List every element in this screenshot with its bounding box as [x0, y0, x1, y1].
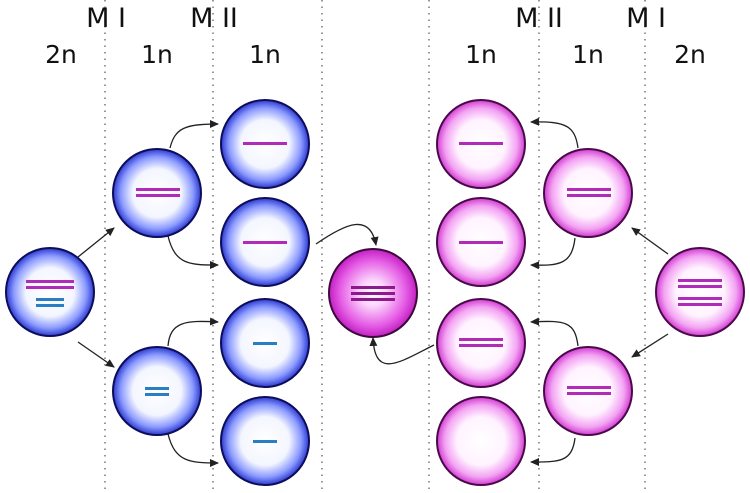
arrow-right-mii-3 [530, 317, 579, 347]
arrow-sperm-to-zygote [315, 223, 379, 246]
chromosome-magenta [567, 188, 611, 191]
chromosome-magenta [459, 142, 503, 145]
arrow-left-mii-4 [167, 433, 219, 467]
chromosome-magenta [26, 280, 74, 283]
chromosome-magenta [351, 286, 395, 289]
chromosome-magenta [678, 297, 722, 300]
chromosome-blue [145, 393, 169, 396]
chromosome-magenta [678, 279, 722, 282]
arrow-2n-to-bottom-1n-right [631, 333, 669, 358]
stage-label-left-mi: M I [86, 3, 126, 34]
chromosome-magenta [136, 194, 180, 197]
chromosome-magenta [678, 285, 722, 288]
chromosome-magenta [136, 188, 180, 191]
sperm-cell-1 [220, 99, 310, 189]
zygote-cell [328, 248, 418, 338]
chromosome-magenta [459, 241, 503, 244]
chromosome-magenta [351, 292, 395, 295]
chromosome-magenta [243, 241, 287, 244]
arrows [77, 117, 669, 467]
arrow-left-mii-3 [167, 317, 219, 347]
ploidy-label-left-1: 2n [45, 40, 77, 69]
chromosome-magenta [26, 286, 74, 289]
ploidy-label-left-3: 1n [249, 40, 281, 69]
cell-1n-male-top [112, 148, 202, 238]
chromosome-magenta [567, 194, 611, 197]
arrow-right-mii-1 [530, 117, 579, 149]
cell-1n-female-bottom [543, 346, 633, 436]
chromosome-blue [253, 440, 277, 443]
chromosome-magenta [459, 344, 503, 347]
chromosome-magenta [243, 142, 287, 145]
stage-label-left-mii: M II [190, 3, 238, 34]
arrow-left-mii-1 [169, 120, 219, 149]
chromosome-magenta [459, 338, 503, 341]
chromosome-blue [36, 304, 64, 307]
ploidy-label-right-2: 1n [572, 40, 604, 69]
sperm-cell-2 [220, 197, 310, 287]
chromosome-magenta [678, 303, 722, 306]
cell-1n-male-bottom [112, 346, 202, 436]
sperm-cell-3 [220, 298, 310, 388]
arrow-2n-to-bottom-1n [77, 341, 115, 368]
arrow-2n-to-top-1n-right [631, 227, 669, 255]
chromosome-magenta [351, 298, 395, 301]
arrow-right-mii-4 [530, 437, 576, 466]
cell-2n-male [5, 247, 95, 337]
sperm-cell-4 [220, 396, 310, 486]
chromosome-magenta [567, 392, 611, 395]
ploidy-label-right-1: 2n [674, 40, 706, 69]
cell-1n-female-top [543, 148, 633, 238]
egg-cell-4-empty [436, 396, 526, 486]
cell-2n-female [655, 247, 745, 337]
egg-cell-2 [436, 197, 526, 287]
arrow-left-mii-2 [167, 235, 219, 269]
column-dividers [104, 0, 646, 493]
arrow-right-mii-2 [530, 237, 576, 270]
egg-cell-3 [436, 298, 526, 388]
chromosome-blue [253, 342, 277, 345]
chromosome-magenta [567, 386, 611, 389]
stage-label-right-mii: M II [515, 3, 563, 34]
chromosome-blue [145, 387, 169, 390]
chromosome-blue [36, 298, 64, 301]
stage-label-right-mi: M I [626, 3, 666, 34]
ploidy-label-left-2: 1n [141, 40, 173, 69]
egg-cell-1 [436, 99, 526, 189]
arrow-2n-to-top-1n [77, 227, 115, 258]
arrow-egg-to-zygote [369, 337, 435, 365]
ploidy-label-right-3: 1n [465, 40, 497, 69]
